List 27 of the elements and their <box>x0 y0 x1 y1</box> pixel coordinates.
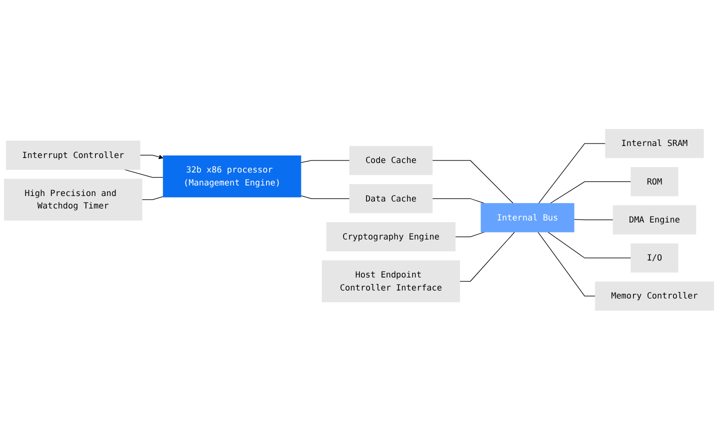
node-box <box>630 244 678 273</box>
connector <box>432 198 485 204</box>
node-box <box>6 140 140 170</box>
arrow <box>140 154 164 160</box>
node-box <box>349 184 433 214</box>
node-box <box>4 178 142 221</box>
node-box <box>605 129 704 158</box>
connector <box>547 232 632 258</box>
connector <box>124 169 164 178</box>
node-box <box>349 146 433 176</box>
connector <box>574 219 614 220</box>
connector <box>460 232 515 282</box>
connector <box>432 160 514 204</box>
node-box <box>630 167 678 196</box>
connector <box>538 232 596 297</box>
connector <box>142 196 164 200</box>
node-box <box>326 222 456 252</box>
connector <box>300 160 350 164</box>
node-box <box>594 282 714 311</box>
node-box <box>612 205 696 235</box>
node-box <box>162 156 302 198</box>
node-box <box>480 203 574 232</box>
connector <box>550 182 632 204</box>
node-box <box>322 260 460 302</box>
connector <box>455 232 485 238</box>
connector <box>538 143 606 204</box>
connector <box>300 196 350 200</box>
